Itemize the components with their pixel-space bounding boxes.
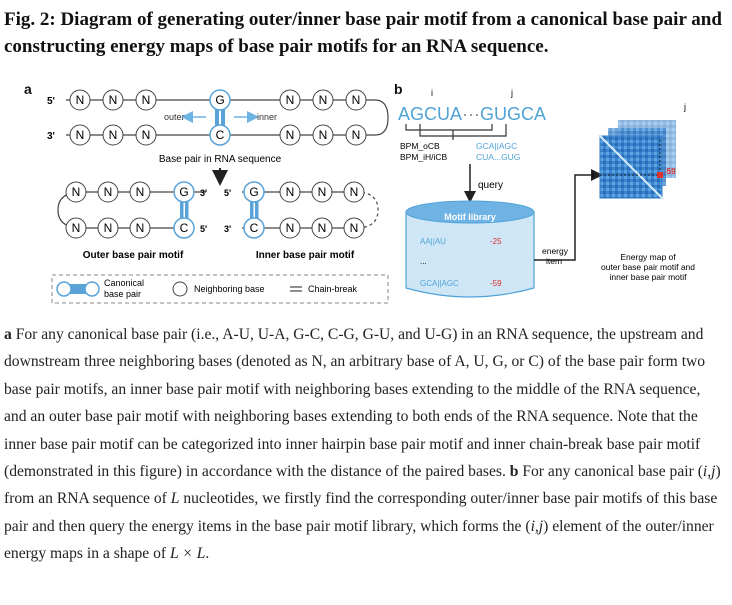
outer-motif: N N N G N N N C 3' 5' bbox=[57, 181, 207, 239]
svg-text:5': 5' bbox=[224, 188, 231, 198]
outer-motif-label: Outer base pair motif bbox=[83, 250, 184, 261]
base-n: N bbox=[109, 93, 118, 107]
svg-text:inner base pair motif: inner base pair motif bbox=[609, 272, 687, 282]
svg-text:G: G bbox=[179, 185, 188, 199]
inner-motif-label: Inner base pair motif bbox=[256, 250, 355, 261]
caption-b-text-5: . bbox=[205, 545, 210, 563]
caption-a-label: a bbox=[4, 326, 12, 343]
svg-text:N: N bbox=[136, 185, 145, 199]
caption-b-text-1: For any canonical base pair ( bbox=[518, 463, 703, 481]
svg-text:AGCUA···GUGCA: AGCUA···GUGCA bbox=[398, 104, 546, 124]
caption-ij: i,j bbox=[702, 463, 716, 481]
base-n: N bbox=[352, 93, 361, 107]
lib-row-1-value: -25 bbox=[490, 237, 502, 246]
svg-text:N: N bbox=[286, 185, 295, 199]
base-n: N bbox=[352, 128, 361, 142]
map-i: i bbox=[592, 170, 594, 180]
legend-a: Canonical base pair Neighboring base Cha… bbox=[51, 274, 389, 304]
energy-item-arrow bbox=[534, 169, 603, 261]
inner-label: inner bbox=[257, 112, 277, 122]
pair-bases-top: G C bbox=[209, 89, 231, 146]
base-n: N bbox=[109, 128, 118, 142]
base-pair-label: Base pair in RNA sequence bbox=[159, 154, 282, 165]
base-n: N bbox=[319, 93, 328, 107]
base-n: N bbox=[76, 93, 85, 107]
lib-row-3-value: -59 bbox=[490, 279, 502, 288]
motif-icb: CUA...GUG bbox=[476, 152, 520, 162]
base-g: G bbox=[215, 93, 224, 107]
svg-text:N: N bbox=[104, 221, 113, 235]
base-n: N bbox=[319, 128, 328, 142]
caption-LxL: L × L bbox=[170, 545, 206, 563]
svg-text:N: N bbox=[350, 185, 359, 199]
svg-text:N: N bbox=[72, 221, 81, 235]
svg-text:3': 3' bbox=[200, 188, 207, 198]
base-n: N bbox=[286, 128, 295, 142]
svg-text:N: N bbox=[286, 221, 295, 235]
svg-text:outer base pair motif and: outer base pair motif and bbox=[601, 262, 695, 272]
outer-label: outer bbox=[164, 112, 185, 122]
motif-ocb: GCA||AGC bbox=[476, 141, 517, 151]
map-caption: Energy map of outer base pair motif and … bbox=[601, 252, 695, 282]
motif-library: Motif library AA||AU -25 ... GCA||AGC -5… bbox=[405, 200, 535, 298]
base-n: N bbox=[142, 93, 151, 107]
base-n: N bbox=[76, 128, 85, 142]
neighbor-bases-top: N N N N N N N N N N N N bbox=[69, 89, 367, 146]
base-n: N bbox=[286, 93, 295, 107]
caption-ij-2: i,j bbox=[530, 517, 544, 535]
lib-row-2-motif: ... bbox=[420, 257, 427, 266]
caption-b-text-3: nucleotides, we firstly find the corresp… bbox=[4, 490, 718, 535]
panel-a-label: a bbox=[24, 81, 32, 97]
figure-caption: a For any canonical base pair (i.e., A-U… bbox=[4, 321, 726, 568]
caption-b-text-2: ) from an RNA sequence of bbox=[4, 463, 721, 508]
legend-chain-break: Chain-break bbox=[308, 284, 358, 294]
caption-a-text: For any canonical base pair (i.e., A-U, … bbox=[4, 326, 706, 481]
svg-text:C: C bbox=[250, 221, 259, 235]
lib-row-1-motif: AA||AU bbox=[420, 237, 446, 246]
svg-text:Energy map of: Energy map of bbox=[620, 252, 676, 262]
svg-text:C: C bbox=[180, 221, 189, 235]
svg-text:N: N bbox=[72, 185, 81, 199]
svg-text:N: N bbox=[318, 221, 327, 235]
rna-sequence: AGCUA···GUGCA bbox=[398, 104, 546, 124]
bpm-icb: BPM_iH/iCB bbox=[400, 152, 448, 162]
base-n: N bbox=[142, 128, 151, 142]
base-c: C bbox=[216, 128, 225, 142]
prime3-top: 3' bbox=[47, 131, 55, 142]
caption-L: L bbox=[170, 490, 180, 508]
map-j: j bbox=[683, 102, 686, 112]
seq-i-label: i bbox=[431, 88, 433, 98]
legend-neighboring: Neighboring base bbox=[194, 284, 265, 294]
bpm-ocb: BPM_oCB bbox=[400, 141, 440, 151]
svg-text:N: N bbox=[318, 185, 327, 199]
svg-text:G: G bbox=[249, 185, 258, 199]
svg-text:3': 3' bbox=[224, 224, 231, 234]
inner-motif: 5' 3' G N N N C N N N bbox=[224, 181, 379, 239]
energy-item-1: energy bbox=[542, 246, 569, 256]
svg-text:N: N bbox=[104, 185, 113, 199]
svg-text:N: N bbox=[350, 221, 359, 235]
svg-text:N: N bbox=[136, 221, 145, 235]
map-value: -59 bbox=[664, 167, 676, 176]
figure-area: a 5' 3' N N N N N N N N N N N N G C oute… bbox=[0, 80, 732, 312]
lib-row-3-motif: GCA||AGC bbox=[420, 279, 459, 288]
panel-b-label: b bbox=[394, 81, 403, 97]
base-pair-bond bbox=[215, 102, 219, 134]
base-pair-bond-2 bbox=[221, 102, 225, 134]
svg-text:5': 5' bbox=[200, 224, 207, 234]
query-label: query bbox=[478, 180, 503, 191]
prime5-top: 5' bbox=[47, 96, 55, 107]
legend-canonical-1: Canonical bbox=[104, 278, 144, 288]
caption-b-text-4: ) element of the outer/inner energy maps… bbox=[4, 517, 714, 563]
library-title: Motif library bbox=[444, 212, 496, 222]
caption-b-label: b bbox=[509, 463, 519, 481]
motif-brackets bbox=[405, 124, 507, 140]
energy-item-2: item bbox=[546, 256, 562, 266]
seq-j-label: j bbox=[510, 88, 513, 98]
legend-canonical-2: base pair bbox=[104, 289, 141, 299]
energy-map: -59 i j bbox=[592, 102, 686, 199]
figure-title: Fig. 2: Diagram of generating outer/inne… bbox=[4, 9, 722, 57]
